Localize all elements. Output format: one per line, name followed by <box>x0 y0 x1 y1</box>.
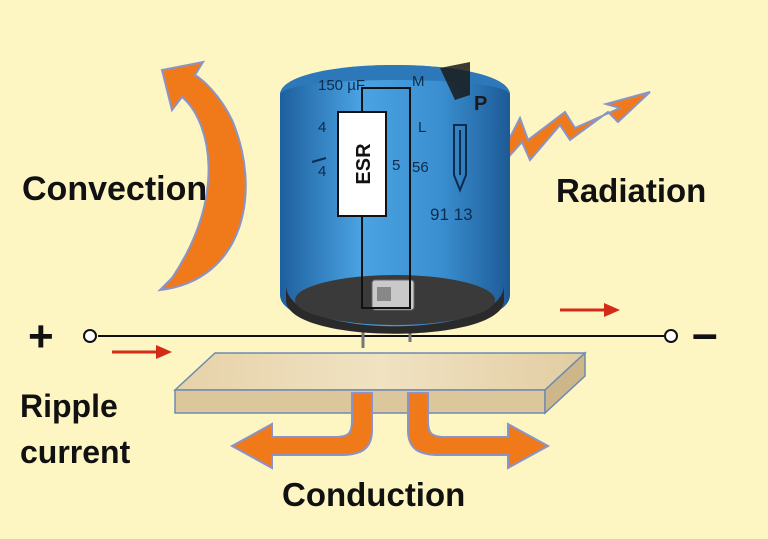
cap-line4-text: 91 13 <box>430 205 473 224</box>
cap-line2-right-text: L <box>418 119 426 136</box>
radiation-label: Radiation <box>556 172 707 209</box>
ripple-current-label-line2: current <box>20 434 131 470</box>
cap-line2-left-text: 4 <box>318 119 326 136</box>
cap-line3-mid-text: 5 <box>392 157 400 174</box>
conduction-label: Conduction <box>282 476 466 513</box>
cap-capacitance-text: 150 µF <box>318 77 365 94</box>
cap-line3-left-text: 4 <box>318 163 326 180</box>
minus-sign-label: – <box>692 307 718 359</box>
plus-sign-label: + <box>28 312 54 361</box>
capacitor <box>280 62 510 348</box>
conduction-arrows-icon <box>229 392 551 470</box>
cap-brand-text: P <box>474 93 487 115</box>
convection-arrow-icon <box>157 60 247 292</box>
cap-tolerance-text: M <box>412 73 425 90</box>
esr-label: ESR <box>353 143 375 185</box>
cap-line3-right-text: 56 <box>412 159 429 176</box>
radiation-arrow-icon <box>487 91 651 181</box>
minus-terminal-icon <box>664 329 678 343</box>
current-arrow-right-icon <box>560 303 620 317</box>
current-arrow-left-icon <box>112 345 172 359</box>
circuit-board <box>173 351 587 415</box>
convection-label: Convection <box>22 170 208 208</box>
ripple-current-label-line1: Ripple <box>20 388 118 424</box>
circuit-wire <box>83 329 678 343</box>
esr-resistor-icon <box>337 111 387 217</box>
plus-terminal-icon <box>83 329 97 343</box>
